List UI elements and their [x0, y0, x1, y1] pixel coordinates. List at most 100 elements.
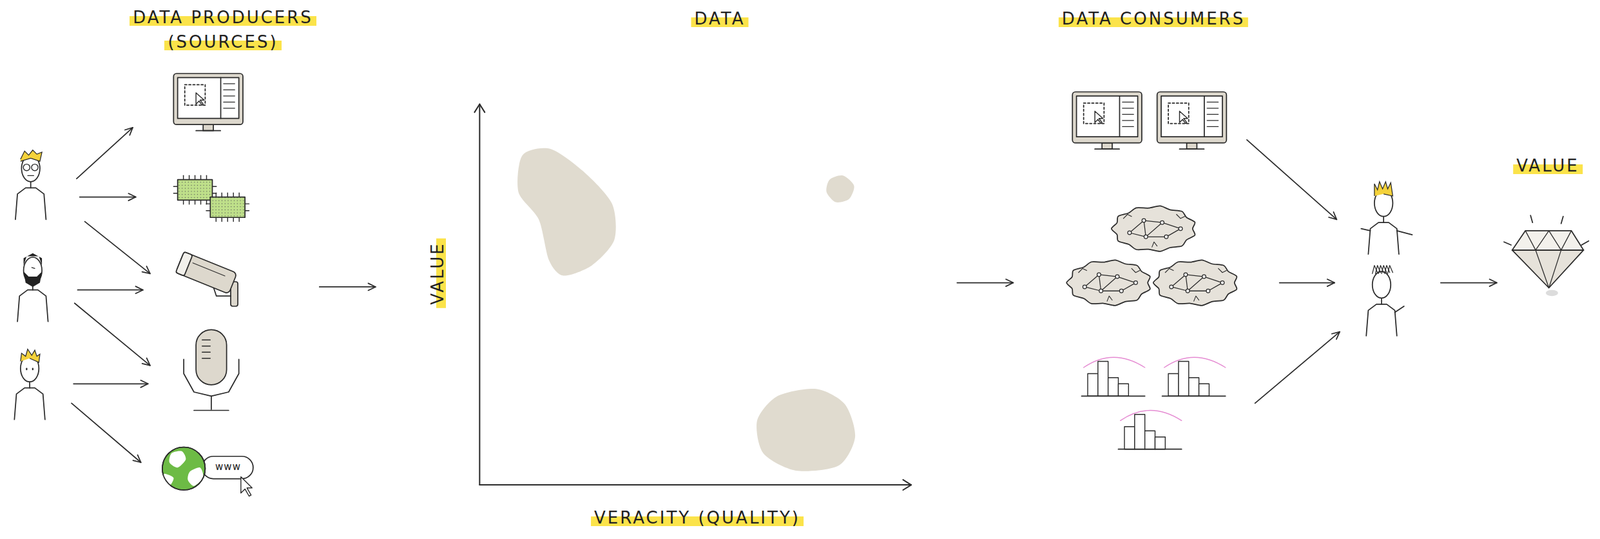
person-figure-part [1368, 222, 1399, 254]
bar-chart-icon-part [1108, 377, 1119, 397]
flow-arrow [319, 282, 376, 290]
monitor-icon-part [1168, 103, 1189, 124]
value-veracity-axes-part [479, 483, 912, 486]
monitor-icon-part [1206, 119, 1218, 121]
chip-icon-part [188, 199, 190, 204]
flow-arrow [1255, 331, 1340, 404]
monitor-icon-part [195, 130, 221, 132]
chip-icon-part [233, 217, 234, 222]
bar-chart-icon-part [1188, 377, 1200, 397]
neural-brain-icon-part [1187, 290, 1209, 292]
bar-chart-icon-part [1120, 410, 1182, 421]
monitor-icon-part [177, 77, 240, 118]
monitor-icon-part [1122, 119, 1134, 121]
monitor-icon-part [220, 77, 222, 118]
person-figure-part [31, 164, 39, 171]
value-veracity-axes-part [474, 104, 485, 113]
person-figure [14, 349, 46, 420]
camera-icon-part-part [192, 262, 225, 276]
monitor-icon-part [1157, 92, 1227, 144]
monitor-icon-part [223, 101, 235, 103]
person-figure-part [31, 267, 35, 269]
heading-label: VALUE [427, 238, 448, 309]
camera-icon-part [175, 251, 238, 294]
neural-brain-icon-part [1152, 241, 1158, 247]
neural-brain-icon-part [1097, 272, 1102, 277]
label-block: VALUE [1513, 154, 1583, 179]
monitor-icon-part [195, 92, 205, 106]
bar-chart-icon-part [1168, 373, 1179, 397]
chip-icon-part [221, 217, 223, 222]
heading-label: VERACITY (QUALITY) [590, 507, 804, 528]
globe-icon [162, 447, 254, 497]
bar-chart-icon [1118, 410, 1182, 450]
neural-brain-icon-part [1208, 282, 1223, 292]
neural-brain-icon-part [1101, 276, 1118, 291]
person-figure-part [32, 368, 34, 370]
monitor-icon-part [184, 84, 206, 106]
camera-icon-part-part [175, 251, 238, 294]
label-block: DATA PRODUCERS (SOURCES) [116, 5, 330, 55]
flow-arrow-part [73, 382, 149, 385]
heading-label: DATA PRODUCERS (SOURCES) [129, 7, 317, 52]
neural-brain-icon [1066, 259, 1151, 305]
bar-chart-icon-part [1087, 373, 1099, 397]
chip-icon-part [244, 202, 249, 204]
chip-icon-part [206, 175, 207, 180]
neural-brain-icon-part [1078, 268, 1088, 272]
neural-brain-icon-part [1129, 220, 1144, 233]
neural-brain-icon-part [1178, 226, 1183, 231]
flow-arrow-part [1440, 282, 1497, 284]
bar-chart-icon-part [1145, 430, 1156, 450]
bar-chart-icon-part [1164, 356, 1226, 368]
neural-brain-icon-part [1153, 259, 1238, 305]
person-figure-part [17, 289, 49, 322]
flow-arrow-part [140, 380, 148, 388]
person-figure-part [15, 187, 47, 220]
person-figure-part [27, 175, 35, 176]
globe-icon-part [169, 450, 187, 468]
neural-brain-icon-part [1143, 220, 1163, 223]
diamond-value-icon-part [1535, 250, 1562, 289]
neural-brain-icon-part [1185, 274, 1188, 291]
person-figure-part [23, 164, 30, 171]
flow-arrow-part [1327, 279, 1335, 287]
flow-arrow [73, 380, 149, 388]
url-tag-text: www [212, 460, 245, 473]
chip-icon-part [210, 197, 245, 218]
flow-arrow-part [132, 454, 141, 463]
chip-icon-part [173, 186, 178, 187]
chip-icon-part [200, 199, 202, 204]
data-blob-part [826, 175, 854, 203]
neural-brain-icon-part [1084, 286, 1101, 291]
monitor-icon-part [202, 124, 214, 131]
globe-icon-part [202, 456, 254, 479]
flow-arrow-part [1255, 331, 1340, 404]
diamond-value-icon-part [1512, 230, 1584, 251]
heading-label: VALUE [1513, 155, 1583, 176]
data-blob-part [517, 148, 617, 276]
neural-brain-icon-part [1134, 280, 1138, 285]
neural-brain-icon-part [1185, 274, 1205, 277]
microphone-icon-part [202, 345, 211, 347]
monitor-icon-part [223, 107, 235, 109]
flow-arrow [956, 279, 1013, 287]
chip-icon [206, 192, 250, 222]
bar-chart-icon-part [1098, 361, 1109, 397]
flow-arrow-part [1331, 331, 1340, 340]
diamond-value-icon-part [1530, 215, 1533, 223]
person-figure-part [1395, 306, 1405, 313]
person-figure [17, 253, 49, 322]
neural-brain-icon-part [1111, 205, 1196, 251]
monitor-icon-part [1206, 114, 1218, 115]
diamond-value-icon-part [1545, 289, 1559, 297]
monitor-icon-part [223, 89, 235, 91]
globe-icon-part [162, 447, 205, 491]
monitor-icon-part [1203, 96, 1205, 137]
monitor-icon-part [1094, 148, 1120, 150]
neural-brain-icon-part [1164, 234, 1169, 239]
neural-brain-icon-part [1098, 274, 1118, 277]
neural-brain-icon-part [1162, 222, 1182, 229]
microphone-icon-part [193, 409, 229, 412]
